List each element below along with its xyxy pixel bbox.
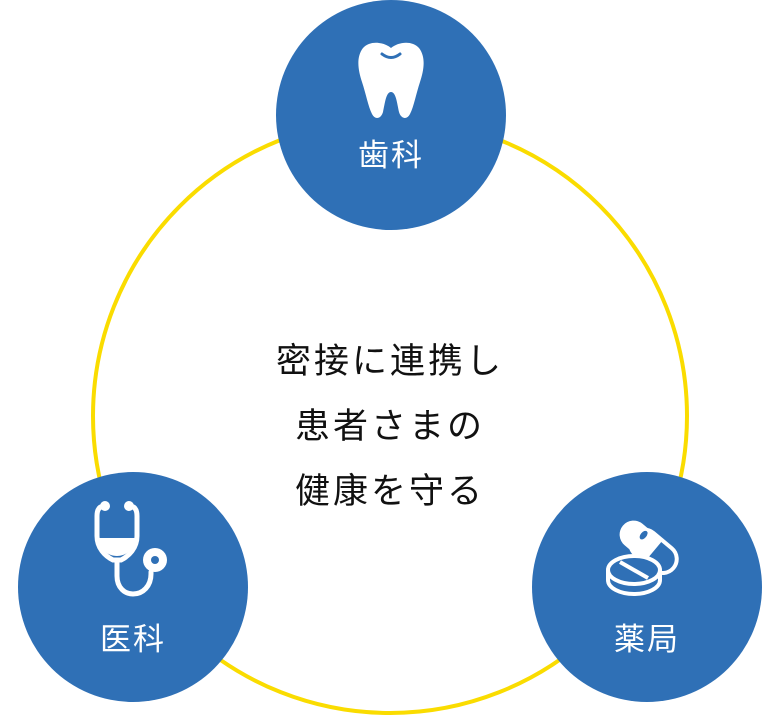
node-dental-label: 歯科 [358,138,424,174]
node-medical: 医科 [18,472,248,702]
pills-icon [604,514,690,602]
center-message-line-3: 健康を守る [294,472,485,512]
center-message: 密接に連携し 患者さまの 健康を守る [190,330,590,525]
center-message-line-2: 患者さまの [294,407,485,447]
node-medical-label: 医科 [100,622,166,658]
stethoscope-icon [93,498,173,602]
node-dental: 歯科 [276,0,506,230]
node-pharmacy-label: 薬局 [614,622,680,658]
node-pharmacy: 薬局 [532,472,762,702]
tooth-icon [356,40,426,124]
center-message-line-1: 密接に連携し [275,342,504,382]
